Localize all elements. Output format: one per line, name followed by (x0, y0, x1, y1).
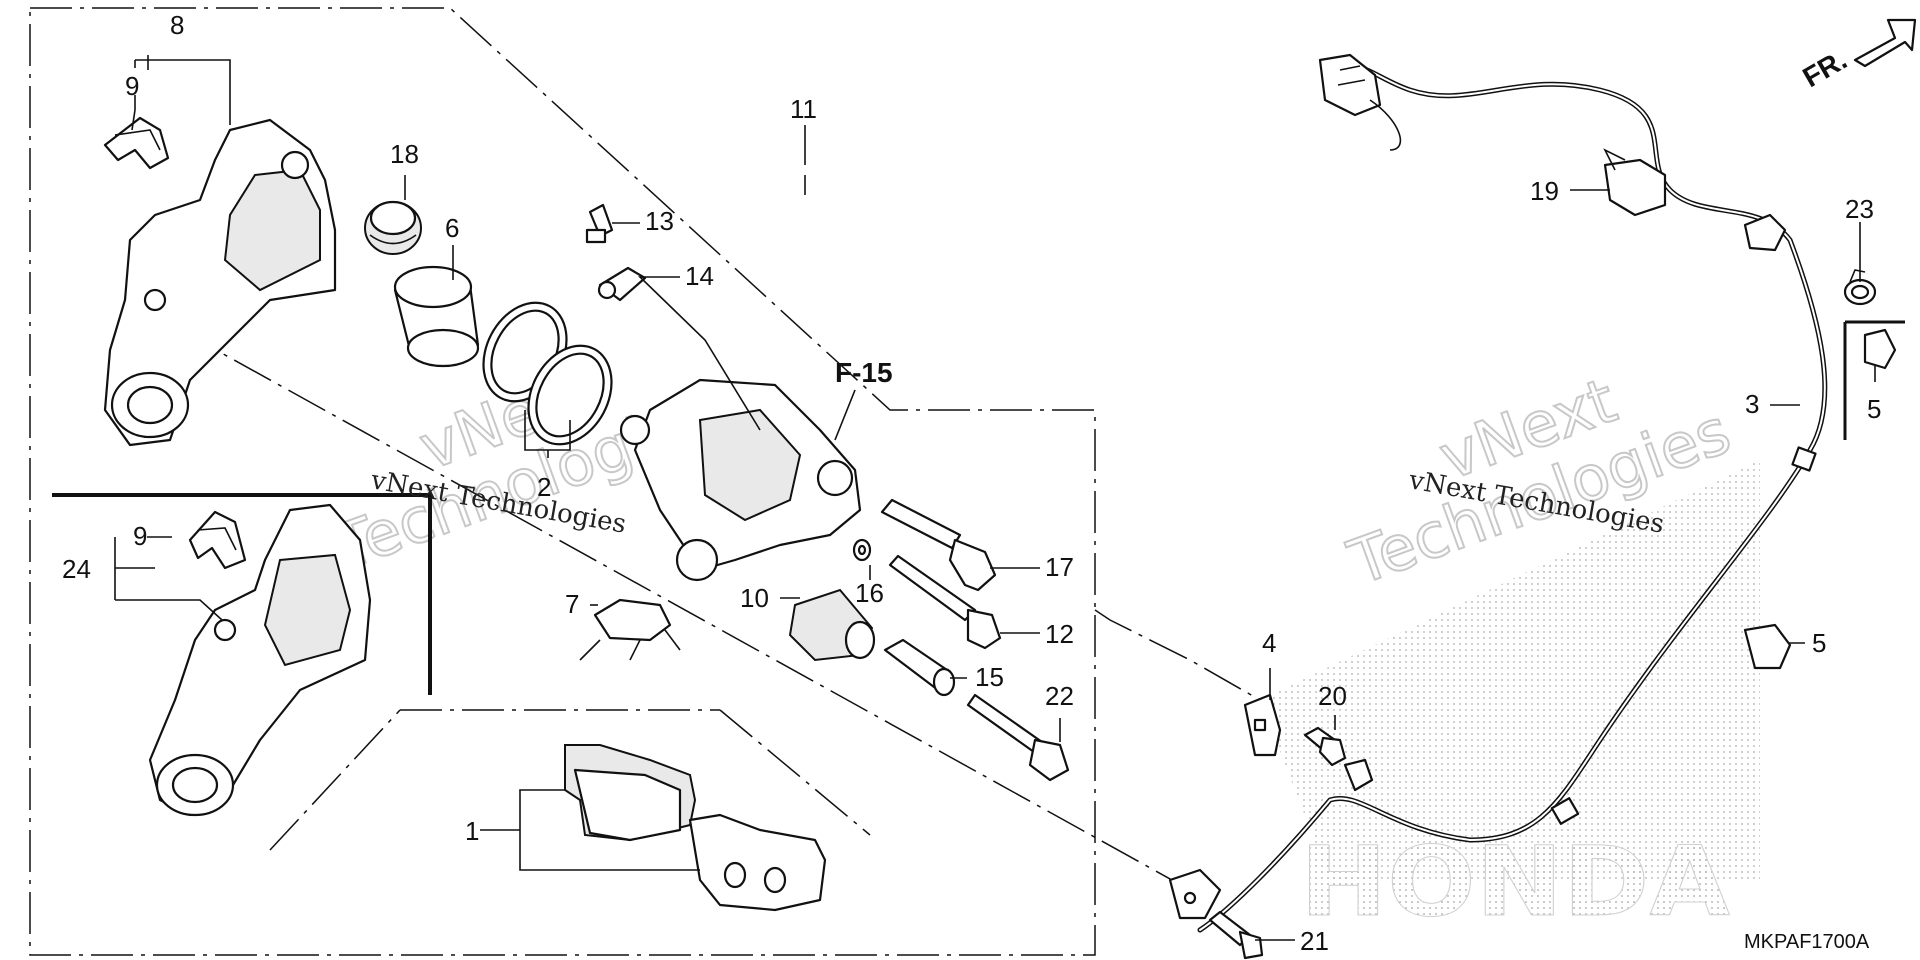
piston-seals (482, 301, 613, 446)
callout-22: 22 (1045, 681, 1074, 711)
watermark-maker: HONDA (1300, 826, 1730, 938)
pad-line-4 (719, 709, 871, 836)
callout-20: 20 (1318, 681, 1347, 711)
pad-clip-inset (188, 510, 247, 570)
callout-10: 10 (740, 583, 769, 613)
caliper-bolt (966, 693, 1070, 782)
pin-sleeve (883, 638, 956, 697)
bolt-21 (1208, 910, 1264, 960)
brake-pad-rear (688, 813, 827, 912)
callout-9-inset: 9 (133, 521, 147, 551)
drawing-code: MKPAF1700A (1744, 931, 1870, 953)
wire-clamp-upper (1743, 213, 1787, 252)
leader-lines (114, 55, 1876, 941)
slide-pin-12 (888, 554, 1002, 650)
pad-line-3 (269, 709, 401, 851)
callout-2: 2 (537, 472, 551, 502)
caliper-bracket-inset (148, 503, 372, 817)
wire-clip-23 (1843, 269, 1877, 306)
callout-15: 15 (975, 662, 1004, 692)
callout-9-upper: 9 (125, 71, 139, 101)
callout-16: 16 (855, 578, 884, 608)
callout-21: 21 (1300, 926, 1329, 956)
callout-24: 24 (62, 554, 91, 584)
callout-1: 1 (465, 816, 479, 846)
pin-boot (788, 588, 876, 662)
caliper-piston (393, 265, 480, 368)
callout-3: 3 (1745, 389, 1759, 419)
callout-7: 7 (565, 589, 579, 619)
wire-clip-5-lower (1743, 623, 1792, 670)
washer (852, 538, 872, 562)
pad-line-1 (179, 329, 1191, 891)
caliper-boot (364, 200, 422, 255)
callout-12: 12 (1045, 619, 1074, 649)
slide-pin-17 (880, 498, 997, 592)
callout-6: 6 (445, 213, 459, 243)
inset-frame (52, 493, 432, 695)
callout-18: 18 (390, 139, 419, 169)
bolt-20 (1303, 726, 1347, 767)
brake-pad-front (564, 744, 697, 842)
callout-5-upper: 5 (1867, 394, 1881, 424)
callout-17: 17 (1045, 552, 1074, 582)
front-direction-arrow (1853, 18, 1917, 68)
abs-sensor-wire (1168, 53, 1828, 933)
caliper-body (619, 378, 862, 582)
wire-clamp-19 (1603, 148, 1667, 217)
callout-23: 23 (1845, 194, 1874, 224)
callout-11: 11 (790, 94, 817, 124)
watermark-dot-field (1260, 460, 1760, 880)
callout-4: 4 (1262, 628, 1276, 658)
caliper-group-outline (29, 7, 1096, 956)
pad-clip-upper (103, 116, 170, 170)
bleed-cap (597, 266, 647, 302)
callout-8: 8 (170, 10, 184, 40)
callout-19: 19 (1530, 176, 1559, 206)
callout-5-lower: 5 (1812, 628, 1826, 658)
front-direction-label: FR. (1798, 44, 1853, 93)
callout-14: 14 (685, 261, 714, 291)
bleed-valve (585, 203, 614, 244)
reference-f15: F-15 (835, 357, 893, 388)
wire-clip-5-upper (1863, 328, 1897, 370)
pad-spring (579, 598, 681, 661)
callout-13: 13 (645, 206, 674, 236)
bolt-group-outline (1094, 609, 1261, 701)
caliper-bracket-upper (103, 118, 337, 447)
